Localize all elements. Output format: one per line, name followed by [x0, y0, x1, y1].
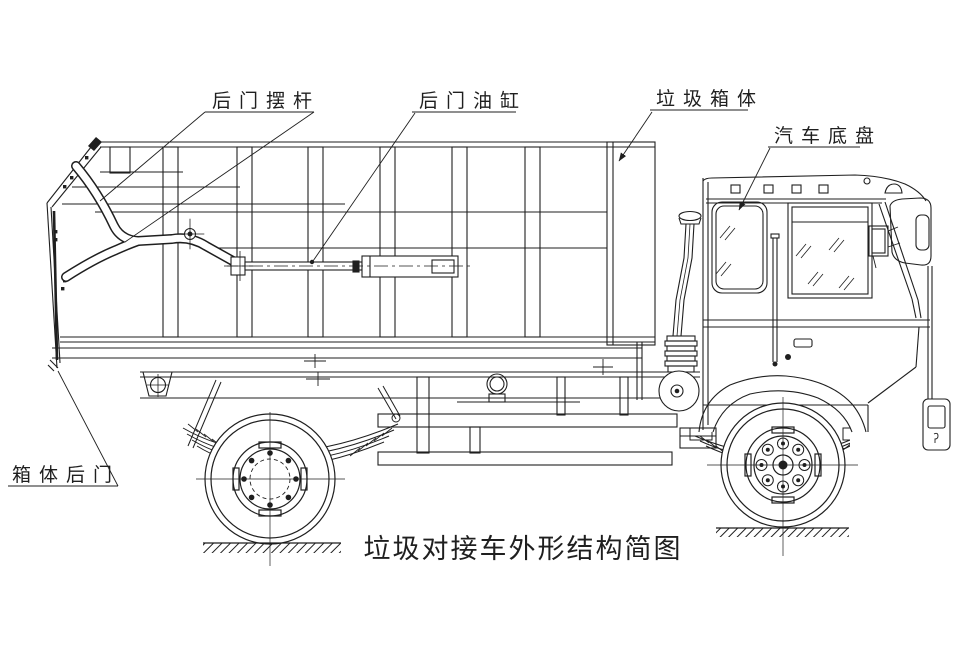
label-vehicle-chassis: 汽车底盘: [774, 125, 882, 147]
side-mirror: [868, 225, 901, 269]
front-wheel: [707, 397, 858, 556]
label-garbage-box-body: 垃圾箱体: [656, 88, 764, 110]
air-intake-stack: [658, 210, 702, 412]
wheel-centerlines: [196, 412, 345, 566]
diagram-caption: 垃圾对接车外形结构简图: [364, 534, 683, 564]
rear-door-swing-rod: [61, 161, 245, 282]
label-box-rear-door: 箱体后门: [12, 464, 120, 486]
door-handle: [793, 338, 813, 348]
chassis-frame: [52, 342, 700, 466]
front-bumper: [922, 398, 951, 451]
rear-door-hydraulic-cylinder: [224, 251, 470, 281]
truck-cab: [679, 174, 951, 451]
roof-marker-lamp: [884, 183, 903, 194]
label-rear-door-swing-rod: 后门摆杆: [212, 90, 320, 112]
ground-hatching: [203, 527, 849, 553]
label-rear-door-cylinder: 后门油缸: [419, 90, 527, 112]
datum-cross-marks: [304, 354, 613, 386]
leader-lines: [8, 109, 860, 487]
intake-bellows: [664, 335, 698, 373]
front-clearance-lamp: [915, 214, 930, 251]
wheel-lug-bolts: [755, 437, 811, 493]
rear-wheel: [196, 412, 345, 566]
cab-step-box: [679, 427, 717, 449]
garbage-box-body: [46, 137, 656, 372]
